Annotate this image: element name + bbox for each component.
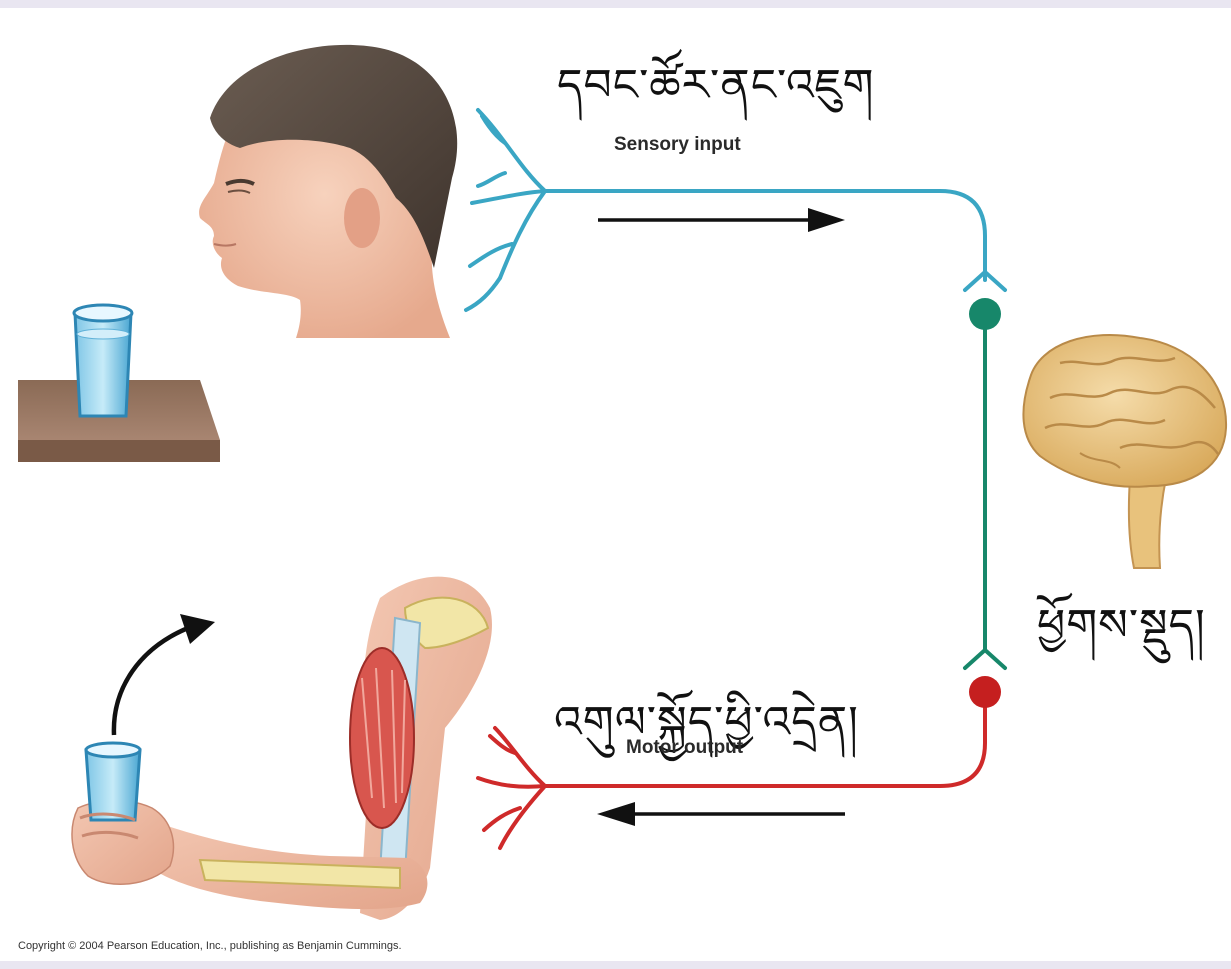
- diagram-panel: དབང་ཚོར་ནང་འཇུག Sensory input ཕྱོགས་སྡུད…: [0, 8, 1231, 961]
- motor-nerve-node: [969, 676, 1001, 708]
- arm-holding-glass-illustration: [72, 577, 492, 920]
- sensory-label-english: Sensory input: [614, 134, 741, 156]
- brain-illustration: [1023, 335, 1226, 568]
- integration-nerve: [965, 298, 1005, 668]
- motor-label-english: Motor output: [626, 737, 743, 759]
- brain-label-tibetan: ཕྱོགས་སྡུད།: [1037, 576, 1206, 700]
- lift-curved-arrow: [114, 614, 215, 735]
- sensory-direction-arrow: [598, 208, 845, 232]
- glass-on-table-illustration: [18, 305, 220, 462]
- copyright-notice: Copyright © 2004 Pearson Education, Inc.…: [18, 940, 402, 952]
- motor-label-tibetan: འགུལ་སྐྱོད་ཕྱི་འདྲེན།: [554, 673, 859, 797]
- motor-direction-arrow: [597, 802, 845, 826]
- head-illustration: [199, 45, 457, 338]
